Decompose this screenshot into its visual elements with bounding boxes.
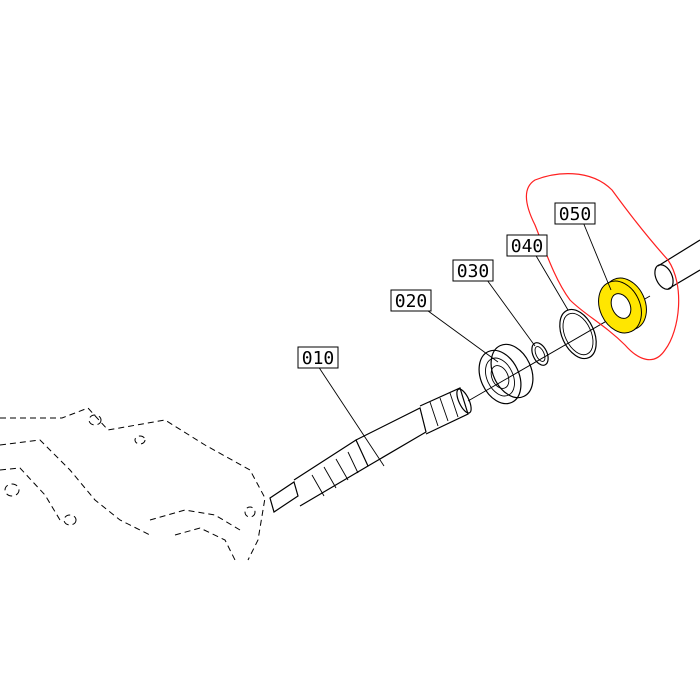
leader-030 [486, 279, 536, 347]
callout-040: 040 [506, 234, 548, 257]
callout-label-010: 010 [302, 348, 335, 369]
leader-010 [317, 365, 385, 467]
gearbox-housing [0, 407, 266, 561]
callout-label-030: 030 [457, 261, 490, 282]
callout-label-050: 050 [559, 204, 592, 225]
bearing-020 [478, 343, 534, 405]
leader-040 [534, 253, 569, 311]
leader-020 [423, 307, 499, 363]
callout-010: 010 [297, 346, 339, 369]
circlip-040 [559, 308, 597, 360]
callout-020: 020 [390, 289, 432, 312]
callout-label-040: 040 [511, 236, 544, 257]
snap-ring-030 [531, 342, 549, 366]
callout-050: 050 [554, 202, 596, 225]
callout-label-020: 020 [395, 291, 428, 312]
callout-030: 030 [452, 259, 494, 282]
seal-050-highlighted [598, 277, 647, 334]
highlight-circle [525, 173, 680, 361]
tube-right [654, 239, 700, 290]
leader-050 [582, 221, 612, 291]
shaft-010 [269, 387, 472, 513]
